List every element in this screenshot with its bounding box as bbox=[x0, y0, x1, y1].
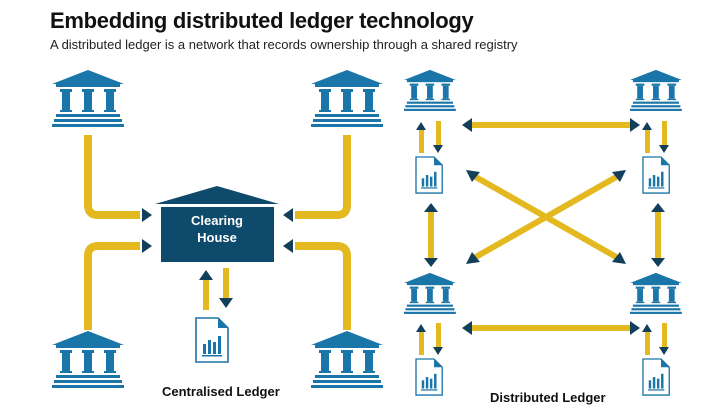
arrowhead-icon bbox=[424, 203, 438, 212]
diagram-title: Embedding distributed ledger technology bbox=[50, 8, 474, 33]
arrowhead-icon bbox=[651, 203, 665, 212]
connector-top-left bbox=[84, 135, 140, 219]
distributed-ledger-caption: Distributed Ledger bbox=[490, 390, 606, 405]
arrowhead-icon bbox=[283, 239, 293, 253]
arrowhead-icon bbox=[424, 258, 438, 267]
bank-icon-central-top-right bbox=[311, 70, 383, 127]
bank-icon-dist-bottom-right bbox=[630, 272, 682, 314]
arrowhead-icon bbox=[612, 170, 626, 182]
arrowhead-icon bbox=[630, 118, 640, 132]
ledger-document-icon-bottom-left bbox=[415, 358, 443, 396]
arrowhead-icon bbox=[142, 208, 152, 222]
clearing-house-label-line2: House bbox=[197, 230, 237, 245]
bank-icon-dist-top-left bbox=[404, 69, 456, 111]
diagram-subtitle: A distributed ledger is a network that r… bbox=[50, 37, 518, 52]
centralised-ledger-document-icon bbox=[195, 317, 229, 363]
bank-icon-central-bottom-left bbox=[52, 331, 124, 388]
centralised-ledger-link bbox=[199, 268, 233, 310]
clearing-house-label-line1: Clearing bbox=[190, 213, 243, 228]
arrowhead-icon bbox=[612, 252, 626, 264]
connector-bottom-left bbox=[84, 242, 140, 330]
ledger-document-icon-top-right bbox=[642, 156, 670, 194]
ledger-document-icon-top-left bbox=[415, 156, 443, 194]
arrowhead-icon bbox=[466, 252, 480, 264]
arrowhead-icon bbox=[651, 258, 665, 267]
clearing-house-icon bbox=[155, 186, 279, 262]
connector-top-right bbox=[295, 135, 351, 219]
arrowhead-icon bbox=[462, 321, 472, 335]
bank-icon-central-top-left bbox=[52, 70, 124, 127]
bank-icon-dist-top-right bbox=[630, 69, 682, 111]
bank-icon-dist-bottom-left bbox=[404, 272, 456, 314]
arrowhead-up-icon bbox=[199, 270, 213, 280]
arrowhead-icon bbox=[462, 118, 472, 132]
ledger-document-icon-bottom-right bbox=[642, 358, 670, 396]
arrowhead-icon bbox=[283, 208, 293, 222]
connector-bottom-right bbox=[295, 242, 351, 330]
arrowhead-icon bbox=[142, 239, 152, 253]
centralised-ledger-caption: Centralised Ledger bbox=[162, 384, 280, 399]
arrowhead-down-icon bbox=[219, 298, 233, 308]
bank-icon-central-bottom-right bbox=[311, 331, 383, 388]
arrowhead-icon bbox=[466, 170, 480, 182]
centralised-connectors bbox=[84, 135, 351, 330]
arrowhead-icon bbox=[630, 321, 640, 335]
distributed-connectors bbox=[416, 118, 669, 355]
clearing-house-label: Clearing House bbox=[160, 212, 274, 246]
